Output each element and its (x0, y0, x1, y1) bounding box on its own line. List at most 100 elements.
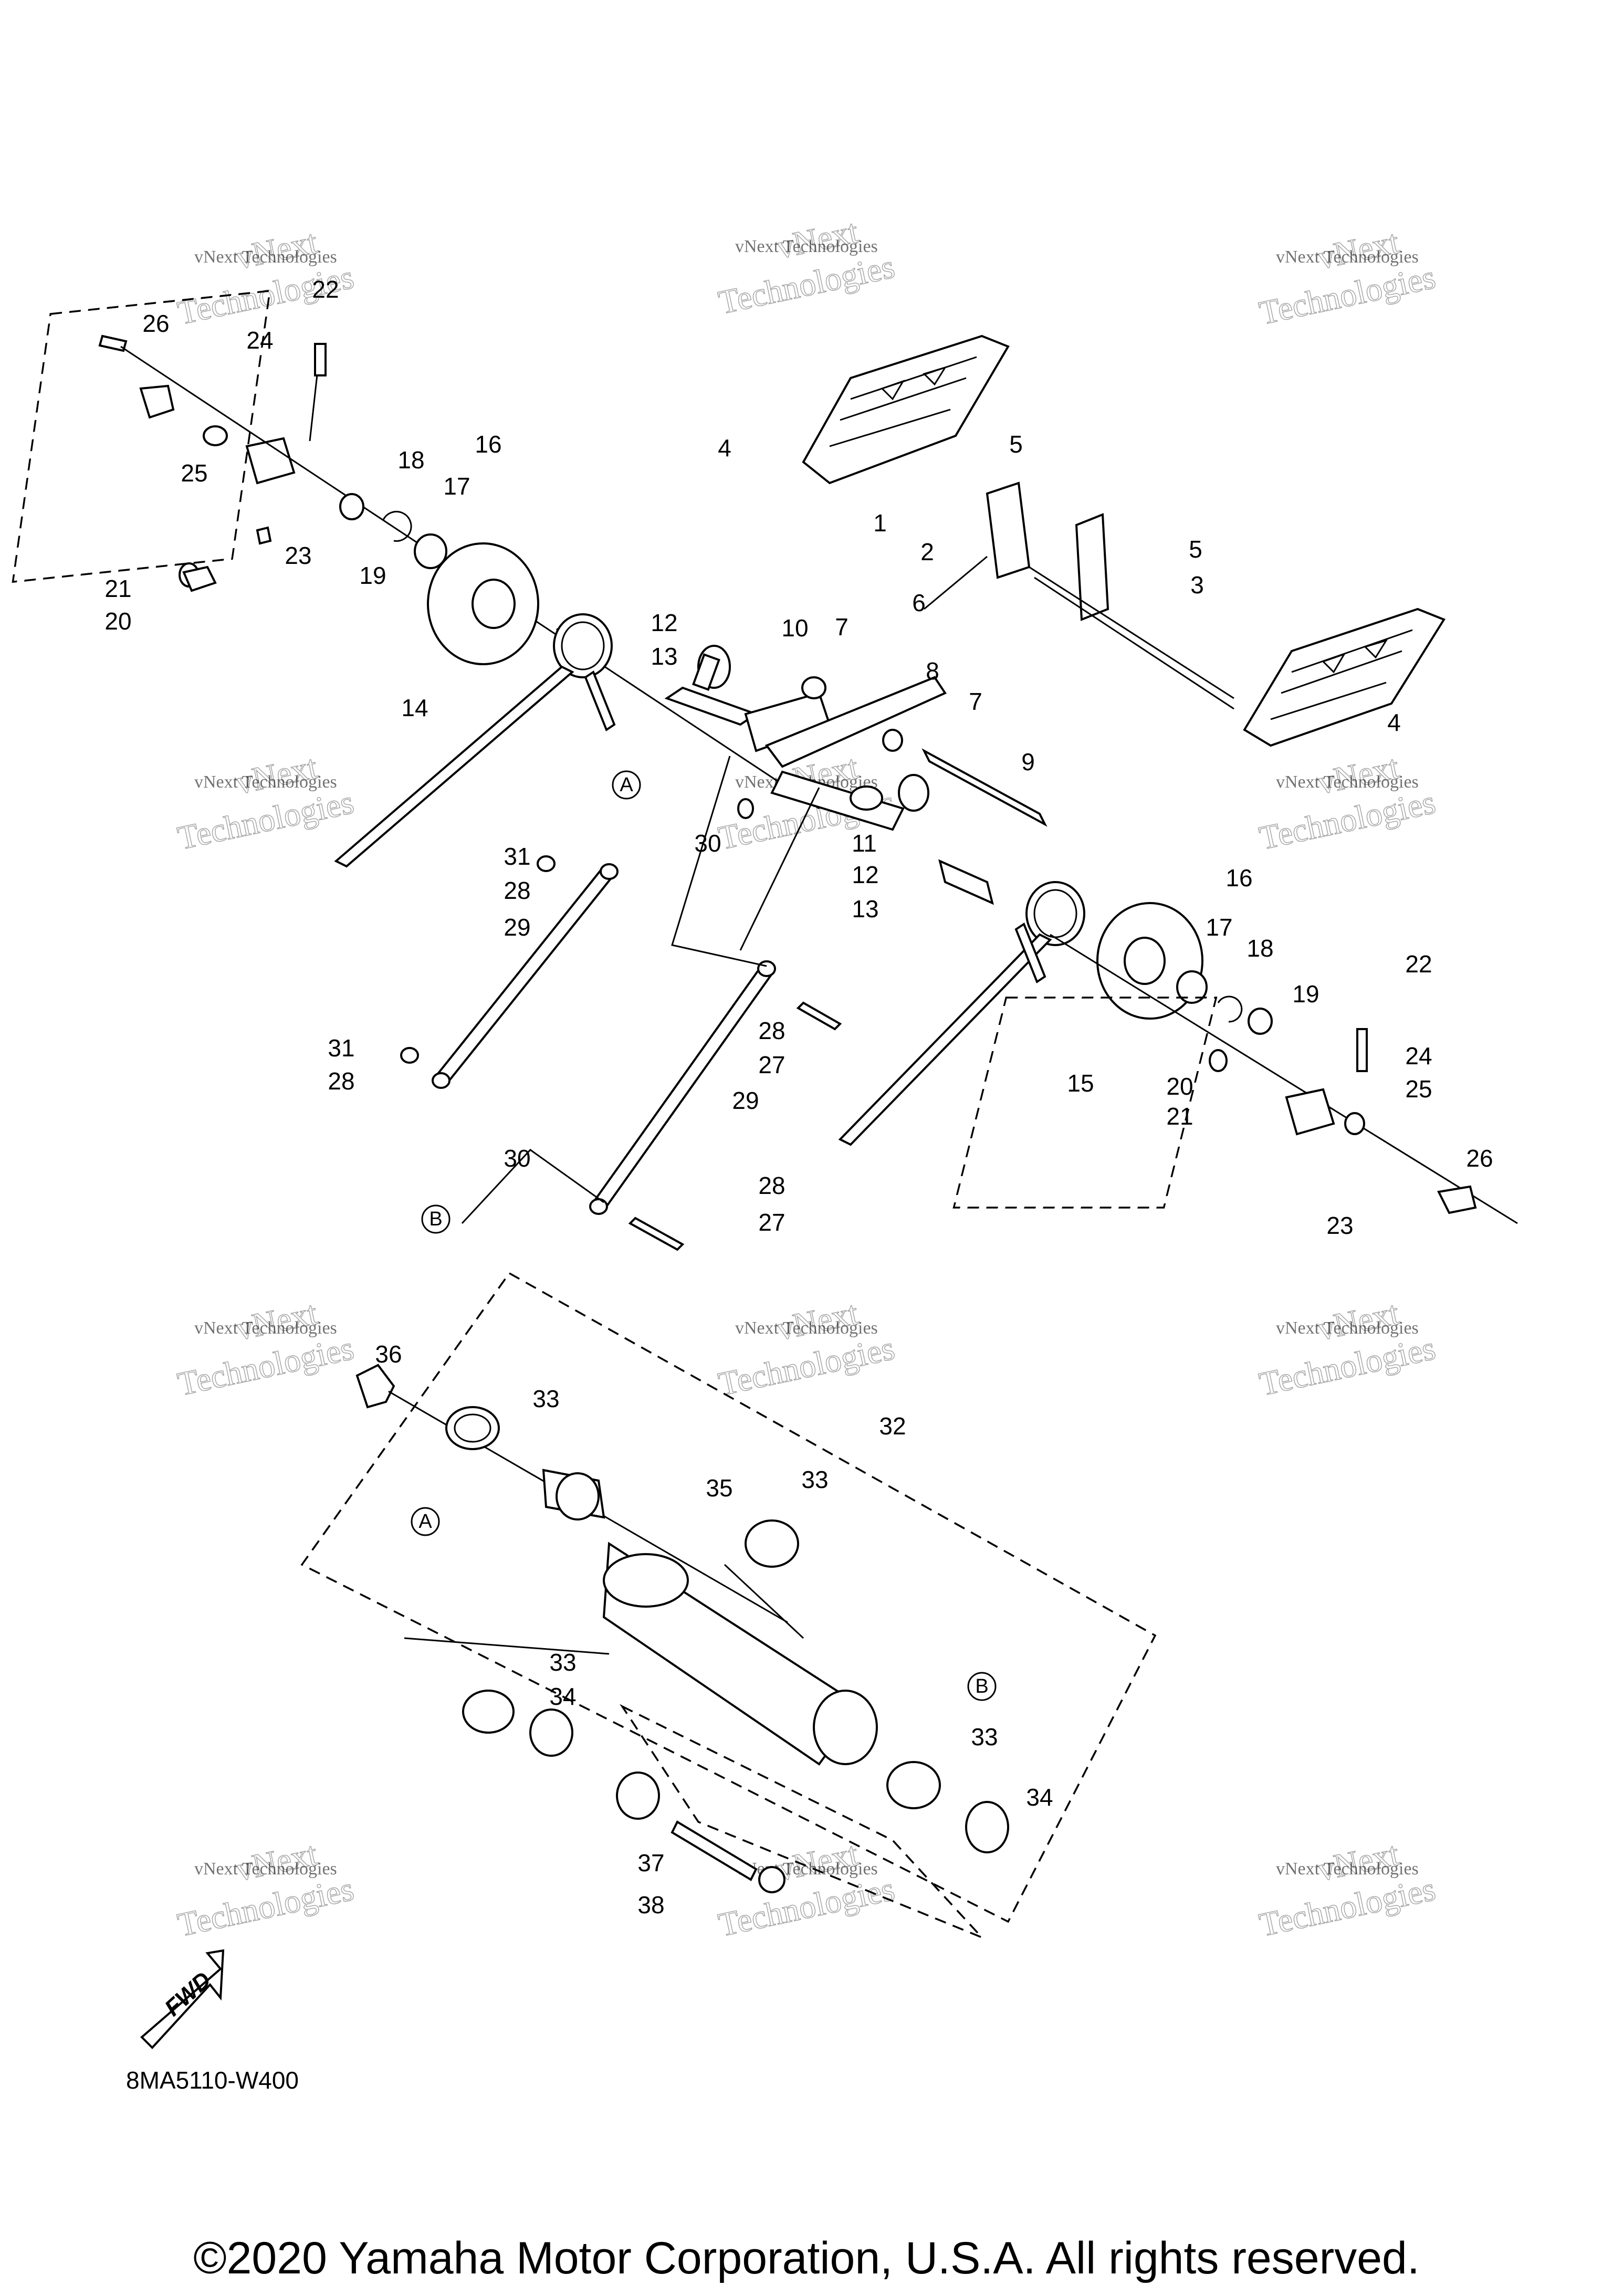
rail-bracket-upper (802, 334, 1010, 485)
fwd-arrow-icon: FWD (140, 1949, 225, 2049)
callout-16: 16 (1226, 864, 1252, 892)
callout-28: 28 (504, 877, 530, 904)
callout-1: 1 (873, 509, 887, 537)
watermark: Technologies vNext vNext Technologies (715, 1294, 898, 1403)
reference-mark-label: B (429, 1208, 442, 1230)
reference-mark-label: B (975, 1675, 988, 1697)
callout-5: 5 (1189, 536, 1202, 563)
callout-34: 34 (549, 1683, 576, 1710)
callout-25: 25 (1405, 1075, 1432, 1103)
right-axle-assembly (952, 902, 1518, 1224)
svg-text:vNext Technologies: vNext Technologies (1276, 1859, 1419, 1879)
callout-28: 28 (328, 1067, 354, 1095)
callout-21: 21 (104, 575, 131, 602)
callout-20: 20 (104, 607, 131, 635)
link-29-left (400, 855, 619, 1089)
link-29-right (589, 960, 842, 1251)
reference-mark-label: A (620, 774, 633, 796)
callout-16: 16 (475, 431, 501, 458)
callout-27: 27 (758, 1209, 785, 1236)
callout-18: 18 (1247, 935, 1273, 962)
callout-31: 31 (504, 843, 530, 870)
watermark: Technologies vNext vNext Technologies (715, 212, 898, 322)
watermark: Technologies vNext vNext Technologies (174, 748, 357, 857)
callout-36: 36 (375, 1340, 402, 1368)
reference-mark-a: A (612, 770, 641, 800)
callout-13: 13 (651, 643, 677, 670)
reference-mark-b: B (967, 1672, 997, 1701)
reference-circle (411, 1507, 440, 1536)
callout-33: 33 (971, 1723, 998, 1750)
reference-mark-a: A (411, 1507, 440, 1536)
svg-text:vNext Technologies: vNext Technologies (735, 1859, 878, 1879)
callout-12: 12 (651, 609, 677, 636)
callout-25: 25 (181, 459, 207, 487)
arm-bracket-3 (924, 481, 1234, 710)
svg-text:vNext Technologies: vNext Technologies (735, 237, 878, 256)
shock-absorber-kit (300, 1272, 1157, 1938)
svg-text:vNext Technologies: vNext Technologies (1276, 247, 1419, 267)
callout-13: 13 (852, 895, 878, 922)
callout-21: 21 (1166, 1103, 1193, 1130)
svg-text:vNext Technologies: vNext Technologies (194, 1859, 337, 1879)
center-shaft (664, 645, 1048, 905)
callout-31: 31 (328, 1034, 354, 1062)
watermark: Technologies vNext vNext Technologies (174, 1834, 357, 1944)
callout-24: 24 (246, 327, 273, 354)
callout-37: 37 (637, 1849, 664, 1876)
callout-2: 2 (920, 538, 934, 565)
callout-28: 28 (758, 1017, 785, 1044)
callout-26: 26 (142, 310, 169, 337)
callout-22: 22 (1405, 950, 1432, 978)
rail-bracket-lower (1243, 607, 1446, 747)
watermark: Technologies vNext vNext Technologies (1255, 223, 1439, 332)
callout-27: 27 (758, 1051, 785, 1078)
reference-circle (967, 1672, 997, 1701)
svg-text:vNext Technologies: vNext Technologies (735, 1318, 878, 1338)
callout-26: 26 (1466, 1145, 1493, 1172)
svg-text:vNext Technologies: vNext Technologies (194, 1318, 337, 1338)
callout-19: 19 (1292, 980, 1319, 1008)
callout-10: 10 (781, 614, 808, 642)
callout-15: 15 (1067, 1070, 1094, 1097)
callout-4: 4 (1387, 709, 1401, 736)
callout-29: 29 (732, 1087, 759, 1114)
callout-6: 6 (912, 589, 926, 616)
callout-8: 8 (926, 657, 939, 685)
callout-5: 5 (1009, 431, 1023, 458)
callout-34: 34 (1026, 1784, 1053, 1811)
callout-17: 17 (443, 473, 470, 500)
callout-29: 29 (504, 914, 530, 941)
callout-14: 14 (401, 694, 428, 721)
leader-lines (461, 756, 820, 1224)
torsion-spring-15 (838, 881, 1085, 1146)
callout-3: 3 (1190, 571, 1204, 599)
diagram-code: 8MA5110-W400 (126, 2067, 299, 2094)
callout-4: 4 (718, 434, 731, 462)
callout-20: 20 (1166, 1073, 1193, 1100)
callout-38: 38 (637, 1891, 664, 1918)
callout-32: 32 (879, 1412, 906, 1440)
callout-18: 18 (397, 446, 424, 474)
callout-35: 35 (706, 1474, 732, 1502)
reference-circle (612, 770, 641, 800)
watermark: Technologies vNext vNext Technologies (1255, 1294, 1439, 1403)
svg-text:vNext Technologies: vNext Technologies (194, 247, 337, 267)
reference-mark-label: A (418, 1511, 432, 1533)
watermark: Technologies vNext vNext Technologies (1255, 1834, 1439, 1944)
callout-12: 12 (852, 861, 878, 888)
svg-text:vNext Technologies: vNext Technologies (1276, 772, 1419, 792)
callout-33: 33 (532, 1385, 559, 1412)
callout-30: 30 (504, 1145, 530, 1172)
callout-7: 7 (969, 688, 982, 715)
callout-17: 17 (1206, 914, 1232, 941)
reference-mark-b: B (421, 1204, 451, 1234)
callout-24: 24 (1405, 1042, 1432, 1070)
callout-33: 33 (549, 1649, 576, 1676)
callout-22: 22 (312, 276, 339, 303)
watermark: Technologies vNext vNext Technologies (174, 1294, 357, 1403)
callout-9: 9 (1021, 748, 1035, 775)
reference-circle (421, 1204, 451, 1234)
reference-marks: A B A B (411, 770, 997, 1701)
